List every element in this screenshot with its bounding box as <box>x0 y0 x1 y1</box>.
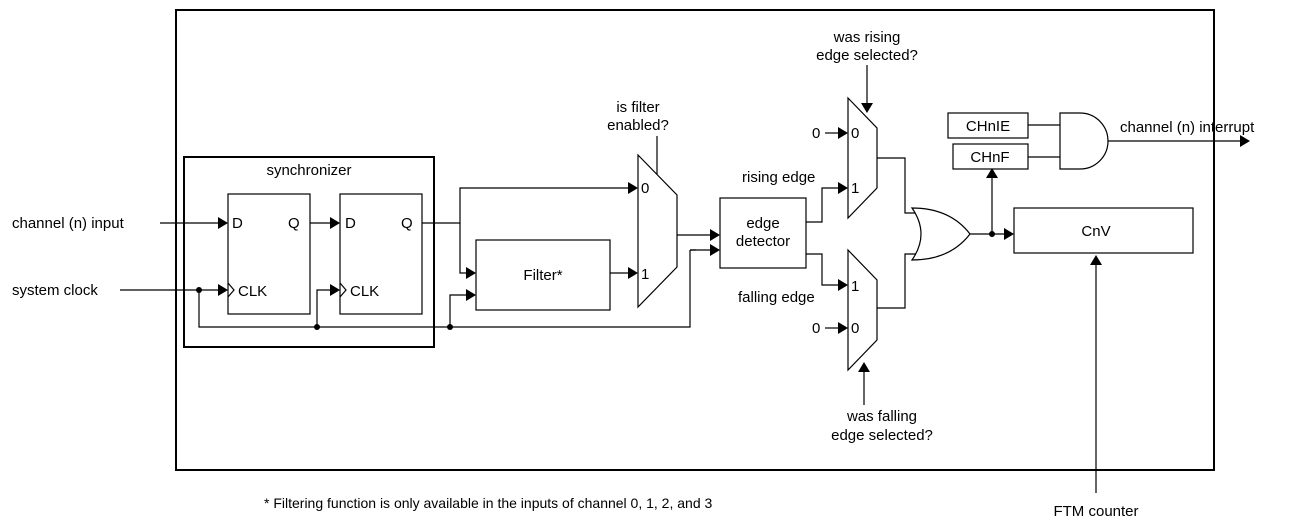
ff2-q-label: Q <box>401 215 413 232</box>
ff1-clk-label: CLK <box>238 283 267 300</box>
arrow-icon <box>838 279 848 291</box>
arrow-icon <box>628 267 638 279</box>
falling-mux-const-label: 0 <box>812 320 820 337</box>
synchronizer-box <box>183 156 435 348</box>
arrow-icon <box>330 284 340 296</box>
ff2-clock-triangle-icon <box>339 282 347 298</box>
arrow-icon <box>218 217 228 229</box>
falling-mux-question-line1: was falling <box>846 408 917 425</box>
edge-detector-line1: edge <box>746 215 779 232</box>
filter-mux-question-line1: is filter <box>616 99 659 116</box>
rising-edge-mux <box>847 96 878 220</box>
ff1-q-label: Q <box>288 215 300 232</box>
cnv-label: CnV <box>1081 223 1110 240</box>
ftm-counter-label: FTM counter <box>1053 503 1138 520</box>
arrow-icon <box>838 127 848 139</box>
ff1-d-label: D <box>232 215 243 232</box>
rising-mux-in1-label: 1 <box>851 180 859 197</box>
arrow-icon <box>1090 255 1102 265</box>
filter-mux <box>637 153 678 309</box>
rising-mux-in0-label: 0 <box>851 125 859 142</box>
module-frame <box>175 9 1215 471</box>
arrow-icon <box>466 267 476 279</box>
flip-flop-1 <box>227 193 311 315</box>
rising-mux-const-label: 0 <box>812 125 820 142</box>
arrow-icon <box>330 217 340 229</box>
ff2-d-label: D <box>345 215 356 232</box>
ff2-clk-label: CLK <box>350 283 379 300</box>
chnf-register <box>952 143 1029 170</box>
synchronizer-label: synchronizer <box>266 162 351 179</box>
arrow-icon <box>838 182 848 194</box>
rising-mux-question-line2: edge selected? <box>816 47 918 64</box>
and-gate <box>1059 112 1109 170</box>
arrow-icon <box>1004 228 1014 240</box>
cnv-register <box>1013 207 1194 254</box>
rising-edge-label: rising edge <box>742 169 815 186</box>
falling-mux-question-line2: edge selected? <box>831 427 933 444</box>
arrow-icon <box>861 103 873 113</box>
arrow-icon <box>838 322 848 334</box>
chnf-label: CHnF <box>970 149 1009 166</box>
falling-mux-in1-label: 1 <box>851 278 859 295</box>
footnote: * Filtering function is only available i… <box>264 495 712 511</box>
falling-edge-label: falling edge <box>738 289 815 306</box>
arrow-icon <box>466 289 476 301</box>
arrow-icon <box>858 362 870 372</box>
system-clock-label: system clock <box>12 282 98 299</box>
falling-edge-mux <box>847 248 878 372</box>
edge-detector-block <box>719 197 807 269</box>
falling-mux-in0-label: 0 <box>851 320 859 337</box>
arrow-icon <box>1240 135 1250 147</box>
or-gate <box>910 207 971 261</box>
chnie-label: CHnIE <box>966 118 1010 135</box>
arrow-icon <box>710 244 720 256</box>
arrow-icon <box>218 284 228 296</box>
filter-mux-question-line2: enabled? <box>607 117 669 134</box>
channel-interrupt-label: channel (n) interrupt <box>1120 119 1255 136</box>
filter-label: Filter* <box>523 267 562 284</box>
arrow-icon <box>628 182 638 194</box>
flip-flop-2 <box>339 193 423 315</box>
channel-input-label: channel (n) input <box>12 215 125 232</box>
arrow-icon <box>986 168 998 178</box>
filter-mux-in0-label: 0 <box>641 180 649 197</box>
ff1-clock-triangle-icon <box>227 282 235 298</box>
arrow-icon <box>710 229 720 241</box>
rising-mux-question-line1: was rising <box>833 29 901 46</box>
filter-block <box>475 239 611 311</box>
filter-mux-in1-label: 1 <box>641 266 649 283</box>
edge-detector-line2: detector <box>736 233 790 250</box>
